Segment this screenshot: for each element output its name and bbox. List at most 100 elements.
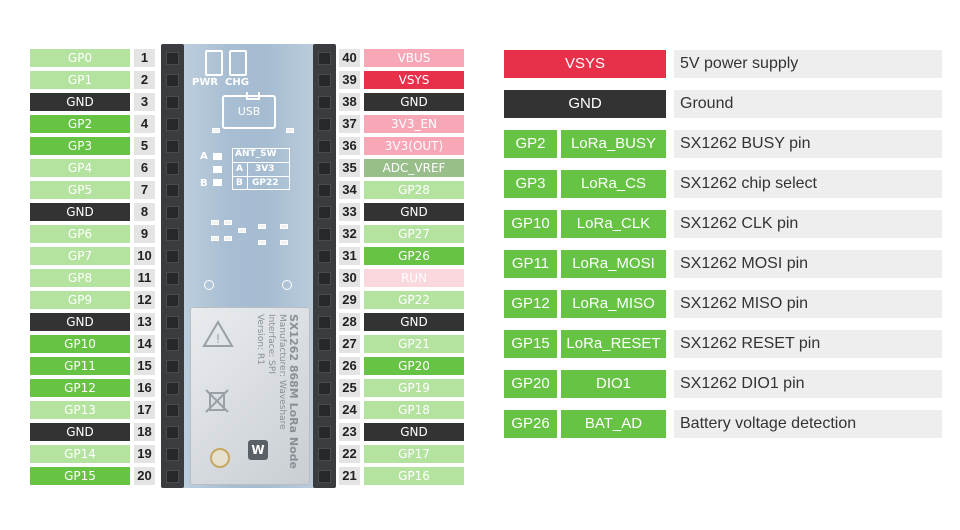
header-pin [166,74,179,87]
legend-function: LoRa_MISO [561,290,666,318]
pin-number: 2 [134,71,155,89]
component [258,240,266,245]
pin-label: GP3 [30,137,130,155]
header-pin [318,382,331,395]
header-pin [318,228,331,241]
legend-description: Ground [674,90,942,118]
pin-number: 18 [134,423,155,441]
pin-label: GP16 [364,467,464,485]
pin-number: 29 [339,291,360,309]
header-pin [166,426,179,439]
legend-pin: GP2 [504,130,557,158]
pin-number: 16 [134,379,155,397]
legend-description: 5V power supply [674,50,942,78]
pin-label: GND [30,93,130,111]
header-pin [166,184,179,197]
module-title: SX1262 868M LoRa Node [287,314,300,469]
pin-label: GND [30,423,130,441]
header-pin [318,184,331,197]
pin-label: GND [364,313,464,331]
component [211,220,219,225]
header-pin [166,272,179,285]
header-pin [318,162,331,175]
pin-number: 27 [339,335,360,353]
pwr-label: PWR [192,77,219,88]
component [211,236,219,241]
ant-row-a: A [236,164,243,174]
pin-label: GP15 [30,467,130,485]
usb-notch [246,92,260,100]
chg-led-outline [229,50,247,76]
pin-number: 34 [339,181,360,199]
antenna-connector-icon [210,448,230,468]
left-pin-header [161,44,184,488]
pin-label: 3V3(OUT) [364,137,464,155]
header-pin [166,448,179,461]
header-pin [318,118,331,131]
module-manufacturer: Manufacturer: Waveshare [277,314,287,430]
chg-label: CHG [225,77,249,88]
header-pin [166,96,179,109]
legend-function: DIO1 [561,370,666,398]
component [224,236,232,241]
header-pin [318,316,331,329]
header-pin [318,360,331,373]
header-pin [318,74,331,87]
pin-label: GP9 [30,291,130,309]
header-pin [318,206,331,219]
module-version: Version: R1 [255,314,265,365]
legend-function: LoRa_CS [561,170,666,198]
header-pin [318,140,331,153]
pin-number: 5 [134,137,155,155]
header-pin [318,294,331,307]
legend-function: BAT_AD [561,410,666,438]
pin-label: GP18 [364,401,464,419]
legend-function: LoRa_CLK [561,210,666,238]
component [212,128,220,133]
pin-label: GP12 [30,379,130,397]
header-pin [318,470,331,483]
legend-pin: GP26 [504,410,557,438]
pin-label: GP4 [30,159,130,177]
pin-number: 39 [339,71,360,89]
waveshare-logo-icon: W [248,440,268,460]
component [282,280,292,290]
header-pin [166,52,179,65]
pin-label: GP27 [364,225,464,243]
pin-number: 6 [134,159,155,177]
module-interface: Interface: SPI [266,314,276,374]
pin-number: 13 [134,313,155,331]
pin-label: GND [364,423,464,441]
pin-label: GP2 [30,115,130,133]
pin-number: 33 [339,203,360,221]
header-pin [166,118,179,131]
pin-number: 15 [134,357,155,375]
legend-pin: GP10 [504,210,557,238]
weee-bin-icon [204,388,230,414]
pin-label: GP22 [364,291,464,309]
pin-number: 38 [339,93,360,111]
header-pin [318,448,331,461]
pin-label: GP13 [30,401,130,419]
pin-label: GP14 [30,445,130,463]
header-pin [318,426,331,439]
